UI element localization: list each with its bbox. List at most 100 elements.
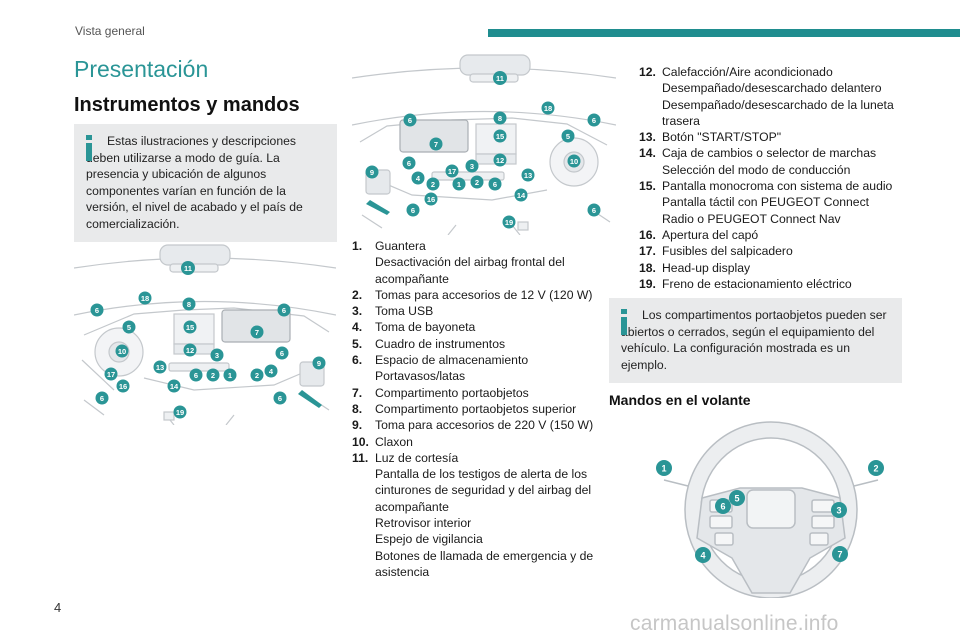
callout-label: 18 xyxy=(544,104,552,113)
callout-label: 2 xyxy=(873,464,878,474)
callout-label: 19 xyxy=(505,218,513,227)
legend-item: 17. Fusibles del salpicadero xyxy=(639,243,904,259)
callout-label: 6 xyxy=(493,180,497,189)
legend-item: 7.Compartimento portaobjetos xyxy=(352,385,614,401)
legend-number: 6. xyxy=(352,353,363,368)
callout-label: 8 xyxy=(498,114,502,123)
callout-label: 6 xyxy=(408,116,412,125)
legend-line: Apertura del capó xyxy=(662,227,759,242)
legend-number: 18. xyxy=(639,260,656,275)
legend-line: Desempañado/desescarchado de la luneta t… xyxy=(662,97,894,128)
callout-label: 3 xyxy=(215,351,219,360)
callout-label: 3 xyxy=(836,506,841,516)
info-icon xyxy=(86,135,92,161)
legend-number: 4. xyxy=(352,320,363,335)
callout-label: 13 xyxy=(524,171,532,180)
legend-number: 14. xyxy=(639,146,656,161)
legend-number: 8. xyxy=(352,401,363,416)
callout-label: 7 xyxy=(255,328,259,337)
legend-line: Desactivación del airbag frontal del aco… xyxy=(375,255,565,286)
callout-label: 19 xyxy=(176,408,184,417)
callout-label: 6 xyxy=(100,394,104,403)
legend-number: 17. xyxy=(639,244,656,259)
callout-label: 17 xyxy=(107,370,115,379)
legend-number: 13. xyxy=(639,130,656,145)
legend-line: Pantalla de los testigos de alerta de lo… xyxy=(375,467,592,514)
callout-label: 2 xyxy=(211,371,215,380)
callout-label: 9 xyxy=(317,359,321,368)
legend-line: Claxon xyxy=(375,434,413,449)
legend-number: 5. xyxy=(352,336,363,351)
legend-line: Luz de cortesía xyxy=(375,450,459,465)
callout-label: 16 xyxy=(427,195,435,204)
callout-label: 14 xyxy=(517,191,526,200)
legend-line: Toma de bayoneta xyxy=(375,320,476,335)
info-icon xyxy=(621,309,627,335)
legend-item: 8. Compartimento portaobjetos superior xyxy=(352,401,614,417)
legend-number: 1. xyxy=(352,239,363,253)
callout-label: 12 xyxy=(496,156,504,165)
callout-label: 6 xyxy=(194,371,198,380)
callout-label: 6 xyxy=(411,206,415,215)
info-note-text: Estas ilustraciones y descripciones debe… xyxy=(86,134,303,231)
legend-item: 5.Cuadro de instrumentos xyxy=(352,336,614,352)
legend-line: Calefacción/Aire acondicionado xyxy=(662,65,833,79)
callout-label: 5 xyxy=(566,132,570,141)
legend-line: Pantalla táctil con PEUGEOT Connect Radi… xyxy=(662,195,870,226)
legend-item: 18.Head-up display xyxy=(639,260,904,276)
callout-label: 10 xyxy=(118,347,126,356)
callout-label: 12 xyxy=(186,346,194,355)
legend-line: Botones de llamada de emergencia y de as… xyxy=(375,548,594,579)
callout-label: 4 xyxy=(700,551,705,561)
legend-number: 11. xyxy=(352,450,369,465)
callout-label: 6 xyxy=(95,306,99,315)
legend-line: Espejo de vigilancia xyxy=(375,532,483,547)
callout-label: 6 xyxy=(720,502,725,512)
page-number: 4 xyxy=(54,600,62,615)
section-label: Vista general xyxy=(75,24,145,38)
legend-line: Compartimento portaobjetos superior xyxy=(375,401,577,416)
legend-item: 4. Toma de bayoneta xyxy=(352,319,614,335)
section-heading-steering-wheel: Mandos en el volante xyxy=(609,392,751,408)
legend-number: 16. xyxy=(639,227,656,242)
legend-item: 3.Toma USB xyxy=(352,303,614,319)
legend-line: Toma USB xyxy=(375,304,434,319)
legend-line: Retrovisor interior xyxy=(375,516,472,531)
callout-label: 9 xyxy=(370,168,374,177)
legend-line: Selección del modo de conducción xyxy=(662,162,851,177)
callout-label: 6 xyxy=(280,349,284,358)
info-note-text: Los compartimentos portaobjetos pueden s… xyxy=(621,308,887,372)
legend-number: 2. xyxy=(352,287,363,302)
steering-wheel-diagram: 1 2 5 6 3 4 7 xyxy=(656,421,884,598)
info-note-guidance: Estas ilustraciones y descripciones debe… xyxy=(74,124,337,242)
callout-label: 13 xyxy=(156,363,164,372)
callout-label: 4 xyxy=(416,174,421,183)
callout-label: 4 xyxy=(269,367,274,376)
legend-line: Pantalla monocroma con sistema de audio xyxy=(662,179,893,194)
callout-label: 17 xyxy=(448,167,456,176)
legend-line: Botón "START/STOP" xyxy=(662,130,782,145)
watermark: carmanualsonline.info xyxy=(630,612,839,635)
callout-label: 1 xyxy=(228,371,232,380)
callout-label: 6 xyxy=(278,394,282,403)
legend-line: Fusibles del salpicadero xyxy=(662,244,793,259)
callout-label: 3 xyxy=(470,162,474,171)
legend-number: 12. xyxy=(639,65,656,79)
legend-number: 9. xyxy=(352,418,363,433)
callout-label: 2 xyxy=(431,180,435,189)
callout-label: 15 xyxy=(496,132,504,141)
info-note-storage: Los compartimentos portaobjetos pueden s… xyxy=(609,298,902,383)
callout-label: 8 xyxy=(187,300,191,309)
dashboard-diagram-rhd: 11 18 8 6 6 5 15 7 10 12 3 6 9 17 13 6 2… xyxy=(74,244,336,425)
callout-label: 6 xyxy=(407,159,411,168)
callout-label: 10 xyxy=(570,157,578,166)
callout-label: 1 xyxy=(457,180,461,189)
callout-label: 6 xyxy=(592,116,596,125)
legend-number: 10. xyxy=(352,434,369,449)
legend-line: Toma para accesorios de 220 V (150 W) xyxy=(375,418,594,433)
callout-label: 1 xyxy=(661,464,666,474)
legend-item: 16. Apertura del capó xyxy=(639,227,904,243)
